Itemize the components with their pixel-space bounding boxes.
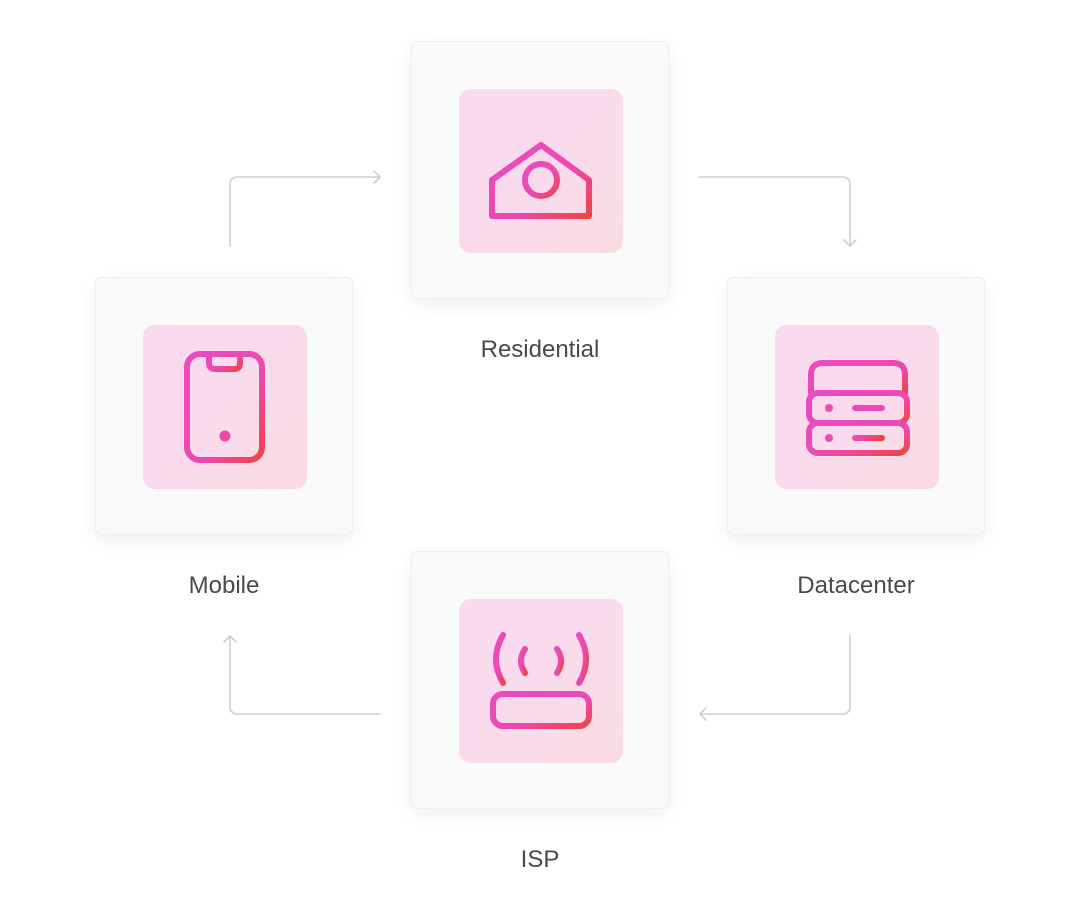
residential-tile [459,89,623,253]
isp-label: ISP [520,846,560,873]
node-datacenter [727,277,985,535]
node-residential [411,41,669,299]
router-icon [490,632,592,729]
server-stack-icon [806,360,910,456]
node-mobile [95,277,353,535]
house-icon [489,142,592,219]
residential-label: Residential [480,336,600,363]
mobile-label: Mobile [188,572,260,599]
arrow-mobile-to-residential [229,170,381,247]
arrow-residential-to-datacenter [698,176,857,247]
datacenter-tile [775,325,939,489]
arrow-datacenter-to-isp [699,634,851,721]
smartphone-icon [184,351,265,463]
node-isp [411,551,669,809]
isp-tile [459,599,623,763]
arrow-isp-to-mobile [223,635,381,715]
mobile-tile [143,325,307,489]
datacenter-label: Datacenter [797,572,915,599]
